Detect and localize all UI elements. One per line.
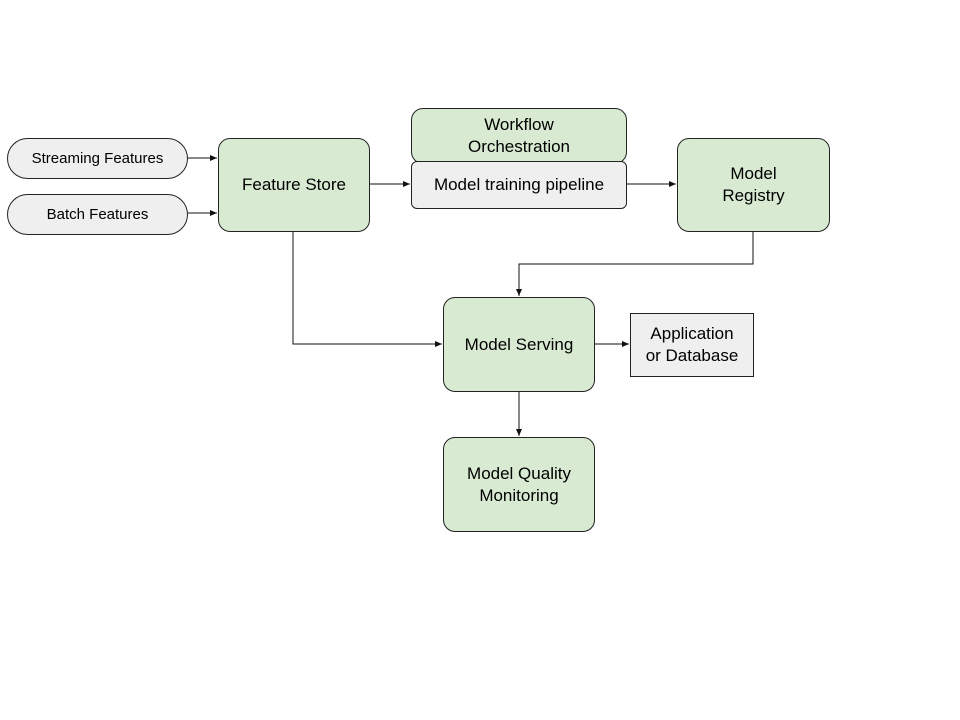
workflow-orchestration-node: Workflow Orchestration <box>411 108 627 164</box>
model-registry-node: Model Registry <box>677 138 830 232</box>
arrow-registry-to-serving <box>516 232 754 296</box>
streaming-features-node: Streaming Features <box>7 138 188 179</box>
feature-store-node: Feature Store <box>218 138 370 232</box>
model-quality-monitoring-node: Model Quality Monitoring <box>443 437 595 532</box>
batch-features-node: Batch Features <box>7 194 188 235</box>
application-or-database-node: Application or Database <box>630 313 754 377</box>
model-serving-node: Model Serving <box>443 297 595 392</box>
model-training-pipeline-node: Model training pipeline <box>411 161 627 209</box>
arrow-feature-store-to-serving <box>292 232 442 347</box>
